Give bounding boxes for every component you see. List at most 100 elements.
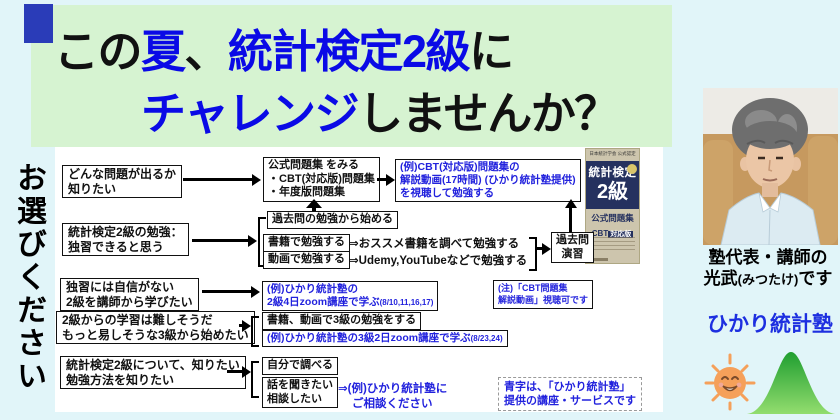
question-line: 2級を講師から学びたい [66,294,193,309]
legend-line: 青字は、「ひかり統計塾」 [504,381,631,393]
course-text: (例)ひかり統計塾の3級2日zoom講座で学ぶ [267,332,471,344]
instructor-role: 塾代表・講師の [708,248,828,267]
sun-icon [701,353,759,416]
flow-line: ⇒(例)ひかり統計塾に [338,383,448,395]
book-grade: 2級 [596,181,629,203]
instructor-intro: 塾代表・講師の 光武(みつたけ)です [688,247,840,290]
choose-prompt: お選びください [12,162,45,393]
question-box-4: 2級からの学習は難しそうだ もっと易しそうな3級から始めたい [56,311,255,344]
legend-line: 提供の講座・サービスです [504,395,636,407]
flow-line: 話を聞きたい [267,379,333,391]
book-edition-cbt: CBT [591,229,609,238]
note-line: (注)「CBT問題集 [498,283,568,293]
flow-line: 公式問題集 をみる [268,159,360,171]
flow-line: 解説動画(17時間) (ひかり統計塾提供) [400,174,576,186]
book-authority: 日本統計学会 公式認定 [589,151,636,156]
flow-line: 演習 [561,247,584,260]
course-dates: (8/23,24) [470,334,503,343]
headline-line2: チャレンジしませんか？ [141,77,619,142]
question-line: 知りたい [68,181,117,196]
arrow-q1-official [183,173,261,186]
flow-line: (例)ひかり統計塾の [267,283,358,295]
question-line: 統計検定2級の勉強： [68,225,183,239]
bracket-grade3-group [251,316,259,347]
instructor-photo [703,88,838,246]
book-title-band: 統計検定 2級 [586,161,639,209]
bell-curve-icon [745,350,837,419]
study-books-box: 書籍で勉強する [263,234,350,252]
study-videos-box: 動画で勉強する [263,251,350,269]
book-title: 統計検定 [588,167,637,179]
question-line: 統計検定2級について、知りたい [66,358,240,372]
legend-box: 青字は、「ひかり統計塾」 提供の講座・サービスです [498,377,642,411]
arrow-q5-group [227,365,251,378]
headline-segment: 夏 [141,26,186,77]
past-start-box: 過去問の勉強から始める [267,211,398,229]
official-books-box: 公式問題集 をみる ・CBT(対応版)問題集 ・年度版問題集 [263,157,380,202]
consult-box: 話を聞きたい 相談したい [262,377,338,408]
arrow-past-to-official-stem [312,207,316,213]
course-dates: (8/10,11,16,17) [379,298,434,307]
blue-square-decoration [24,4,53,43]
cbt-note-box: (注)「CBT問題集 解説動画」視聴可です [493,280,594,309]
question-box-2: 統計検定2級の勉強： 独習できると思う [62,223,189,256]
study-books-result: ⇒おススメ書籍を調べて勉強する [349,238,520,250]
question-box-1: どんな問題が出るか 知りたい [62,165,183,198]
question-line: 独習には自信がない [66,280,175,294]
consult-result: ⇒(例)ひかり統計塾に ご相談ください [338,382,447,412]
study-videos-result: ⇒Udemy,YouTubeなどで勉強する [349,255,528,267]
headline-segment: 統計検定2級 [228,26,471,77]
headline-segment: 、 [184,26,230,77]
arrow-q4-group [239,319,251,332]
book-edition-label: 対応版 [608,231,634,238]
book-publisher-mark [590,258,608,261]
question-box-5: 統計検定2級について、知りたい 勉強方法を知りたい [60,356,246,389]
flowchart-panel: どんな問題が出るか 知りたい 統計検定2級の勉強： 独習できると思う 独習には自… [55,147,663,412]
gold-badge-icon [627,164,637,174]
flow-line: 2級4日zoom講座で学ぶ(8/10,11,16,17) [267,296,433,309]
arrow-group-practice [537,242,551,255]
bracket-study-group [258,217,266,267]
zoom2-course-box: (例)ひかり統計塾の 2級4日zoom講座で学ぶ(8/10,11,16,17) [262,281,439,311]
flow-line: ・CBT(対応版)問題集 [268,172,375,185]
headline-line1: この夏、統計検定2級に [54,15,514,80]
flow-line: (例)CBT(対応版)問題集の [400,161,520,173]
question-line: どんな問題が出るか [68,167,177,181]
flow-line: 過去問 [556,234,589,246]
name-kanji: 光武 [703,269,738,288]
name-suffix: です [798,269,833,288]
headline-segment: しませんか？ [358,88,619,139]
cbt-video-box: (例)CBT(対応版)問題集の 解説動画(17時間) (ひかり統計塾提供) を視… [395,159,581,202]
book-fineprint-lines [590,237,635,250]
headline-segment: に [469,26,514,77]
question-line: 独習できると思う [68,239,164,254]
question-line: 2級からの学習は難しそうだ [62,313,213,327]
headline-segment: チャレンジ [141,88,360,139]
bracket-info-group [251,361,259,398]
brand-name: ひかり統計塾 [707,313,833,336]
self-research-box: 自分で調べる [262,357,338,375]
past-practice-box: 過去問 演習 [551,232,594,263]
headline-banner: この夏、統計検定2級に チャレンジしませんか？ [31,5,672,147]
note-line: 解説動画」視聴可です [498,294,589,305]
flow-line: ご相談ください [352,398,433,410]
arrow-q3-zoom2 [202,285,260,298]
question-box-3: 独習には自信がない 2級を講師から学びたい [60,278,199,311]
flow-line: ・年度版問題集 [268,186,345,198]
name-reading: (みつたけ) [737,272,799,287]
instructor-name: 光武(みつたけ)です [688,268,840,290]
zoom3-course-box: (例)ひかり統計塾の3級2日zoom講座で学ぶ(8/23,24) [262,330,508,347]
bracket-to-practice [529,237,537,271]
arrow-q2-group [192,234,257,247]
arrow-practice-video [564,199,577,232]
flow-line: 相談したい [267,392,322,405]
arrow-official-video [377,173,395,186]
question-line: もっと易しそうな3級から始めたい [62,327,249,342]
arrow-past-to-official-head [306,199,322,208]
flow-line: を視聴して勉強する [400,187,495,199]
headline-segment: この [54,26,143,77]
grade3-study-box: 書籍、動画で3級の勉強をする [262,312,422,330]
